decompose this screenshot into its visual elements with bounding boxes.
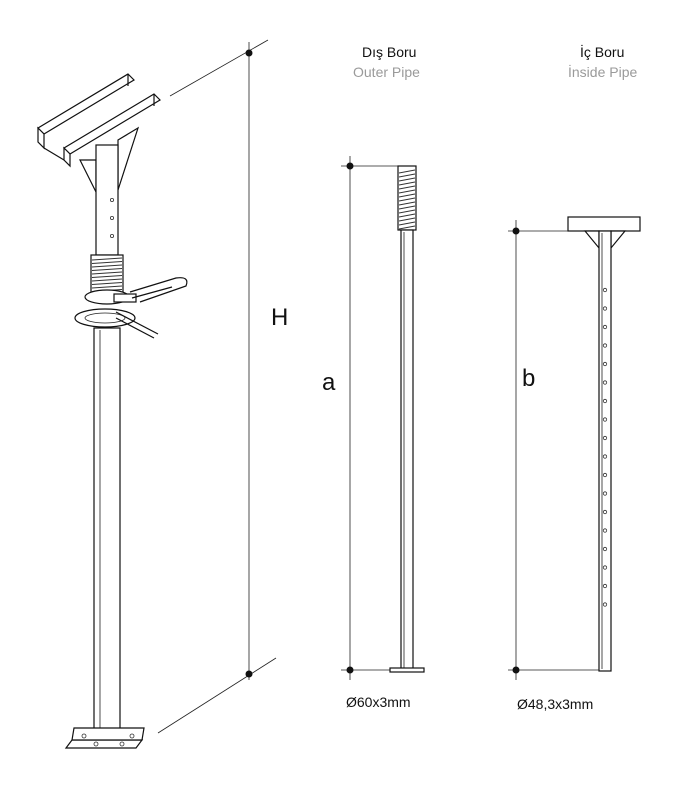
inner-pipe-title: İç Boru [580, 43, 624, 60]
thread-line [398, 201, 416, 206]
thread-line [398, 177, 416, 182]
pin-hole [602, 583, 608, 589]
inner-tube-upper [95, 144, 119, 256]
inner-pipe-head [567, 216, 641, 232]
thread-line [398, 189, 416, 194]
pin-hole [602, 546, 608, 552]
thread-line [398, 197, 416, 202]
inner-pipe-size: Ø48,3x3mm [517, 696, 593, 712]
pin-hole [602, 454, 608, 459]
thread-line [91, 261, 123, 264]
pin-loop [74, 308, 159, 339]
pin-hole [602, 398, 608, 404]
thread-line [398, 169, 416, 174]
thread-line [398, 209, 416, 214]
pin-hole [602, 472, 608, 478]
pin-hole [602, 343, 608, 348]
thread-line [91, 282, 123, 285]
pin-hole [602, 509, 608, 515]
base-plate [64, 727, 145, 749]
thread-line [398, 221, 416, 226]
outer-tube [93, 327, 121, 734]
thread-line [91, 275, 123, 278]
outer-pipe-drawing: Dış Boru Outer Pipe a Ø60x3mm [322, 44, 425, 710]
pin-hole [602, 602, 608, 607]
thread-line [398, 173, 416, 178]
thread-line [398, 217, 416, 222]
thread-line [398, 205, 416, 210]
thread-line [91, 278, 123, 282]
thread-line [91, 268, 123, 271]
thread-line [398, 213, 416, 218]
thread-line [398, 193, 416, 198]
height-label: H [271, 304, 288, 331]
thread-line [398, 185, 416, 190]
pin-hole [602, 287, 608, 293]
thread-line [91, 285, 123, 289]
thread-line [91, 257, 123, 261]
pin-hole [602, 435, 608, 441]
thread-line [91, 271, 123, 275]
thread-line [398, 181, 416, 186]
inner-pipe-subtitle: İnside Pipe [568, 63, 637, 80]
pin-hole [602, 417, 608, 422]
outer-pipe-subtitle: Outer Pipe [353, 64, 420, 80]
u-head [37, 73, 161, 193]
height-dimension: H [157, 39, 288, 734]
pin-hole [602, 528, 608, 533]
pin-hole [602, 491, 608, 496]
outer-pipe-base [389, 667, 425, 673]
outer-pipe-body [400, 229, 414, 671]
assembled-prop [37, 73, 188, 749]
inner-pipe-dimension-label: b [522, 365, 535, 392]
outer-pipe-dimension-label: a [322, 369, 336, 396]
thread-line [91, 264, 123, 268]
outer-pipe-title: Dış Boru [362, 44, 416, 60]
pin-hole [602, 380, 608, 385]
pin-hole [602, 324, 608, 330]
adjustment-nut [84, 277, 188, 305]
thread-line [398, 225, 416, 230]
inner-pipe-drawing: İç Boru İnside Pipe b Ø48,3x3mm [508, 43, 641, 712]
pin-hole [602, 306, 608, 311]
threaded-sleeve [90, 254, 124, 296]
outer-pipe-size: Ø60x3mm [346, 694, 411, 710]
pin-hole [602, 361, 608, 367]
pin-hole [602, 565, 608, 570]
